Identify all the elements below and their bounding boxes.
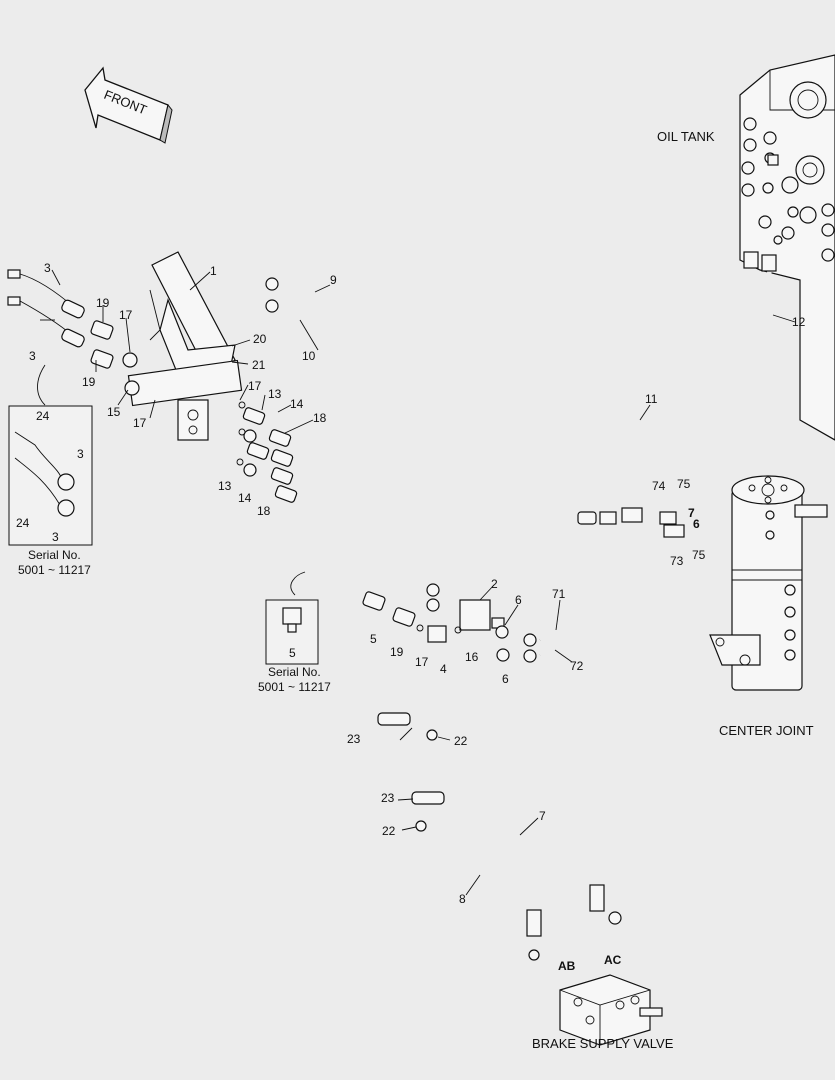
pressure-switch-upper [7, 269, 85, 319]
callout-7a: 7 [688, 506, 695, 520]
callout-7b: 7 [539, 809, 546, 823]
inset-left [8, 364, 93, 546]
callout-14a: 14 [290, 397, 304, 411]
fittings-73-75 [577, 507, 685, 538]
inset-left-item-3a: 3 [77, 447, 84, 461]
callout-16: 16 [465, 650, 479, 664]
callout-23b: 23 [381, 791, 395, 805]
callout-21: 21 [252, 358, 266, 372]
callout-73: 73 [670, 554, 684, 568]
callout-10: 10 [302, 349, 316, 363]
callout-17d: 17 [415, 655, 429, 669]
callout-5: 5 [370, 632, 377, 646]
inset-mid-serial-label: Serial No. [268, 665, 321, 679]
callout-72: 72 [570, 659, 584, 673]
adapter-19c [392, 607, 416, 627]
callout-9: 9 [330, 273, 337, 287]
adapter-19b [90, 349, 114, 369]
clamp-23b [411, 791, 445, 805]
hose-group [274, 264, 773, 921]
callout-3b: 3 [29, 349, 36, 363]
callout-4: 4 [440, 662, 447, 676]
callout-19b: 19 [82, 375, 96, 389]
oil-tank [739, 54, 835, 441]
callout-6c: 6 [693, 517, 700, 531]
clamp-23a [377, 712, 411, 726]
callout-22a: 22 [454, 734, 468, 748]
inset-mid-serial-range: 5001 ~ 11217 [258, 680, 331, 694]
inset-left-item-3b: 3 [52, 530, 59, 544]
callout-18b: 18 [257, 504, 271, 518]
callout-74: 74 [652, 479, 666, 493]
callout-14b: 14 [238, 491, 252, 505]
port-ac-label: AC [604, 953, 622, 967]
callout-75b: 75 [692, 548, 706, 562]
callout-12: 12 [792, 315, 806, 329]
callout-6b: 6 [502, 672, 509, 686]
callout-3a: 3 [44, 261, 51, 275]
inset-left-serial-label: Serial No. [28, 548, 81, 562]
callout-1: 1 [210, 264, 217, 278]
port-ab-label: AB [558, 959, 576, 973]
switch-5 [362, 591, 386, 611]
inset-left-serial-range: 5001 ~ 11217 [18, 563, 91, 577]
callout-13a: 13 [268, 387, 282, 401]
callout-75a: 75 [677, 477, 691, 491]
oil-tank-label: OIL TANK [657, 129, 715, 144]
callout-20: 20 [253, 332, 267, 346]
fittings-left [236, 401, 270, 477]
pressure-switch-lower [7, 296, 85, 348]
callout-17a: 17 [119, 308, 133, 322]
callout-6a: 6 [515, 593, 522, 607]
brake-supply-valve [559, 974, 663, 1046]
center-joint [709, 475, 828, 691]
inset-mid [265, 571, 319, 665]
inset-left-item-24a: 24 [36, 409, 50, 423]
tee-block [416, 599, 537, 663]
adapter-19a [90, 320, 114, 340]
leader-lines [40, 269, 796, 896]
callout-11: 11 [645, 392, 658, 406]
callout-17c: 17 [248, 379, 262, 393]
callout-18a: 18 [313, 411, 327, 425]
inset-left-item-24b: 24 [16, 516, 30, 530]
brake-supply-valve-label: BRAKE SUPPLY VALVE [532, 1036, 674, 1051]
callout-19c: 19 [390, 645, 404, 659]
callout-8: 8 [459, 892, 466, 906]
callout-2: 2 [491, 577, 498, 591]
brake-pedal [127, 251, 243, 441]
callout-17b: 17 [133, 416, 147, 430]
callout-19a: 19 [96, 296, 110, 310]
callout-23a: 23 [347, 732, 361, 746]
center-joint-label: CENTER JOINT [719, 723, 814, 738]
callout-22b: 22 [382, 824, 396, 838]
inset-mid-item-5: 5 [289, 646, 296, 660]
callout-13b: 13 [218, 479, 232, 493]
front-arrow-icon [84, 66, 173, 144]
callout-71: 71 [552, 587, 566, 601]
callout-15: 15 [107, 405, 121, 419]
